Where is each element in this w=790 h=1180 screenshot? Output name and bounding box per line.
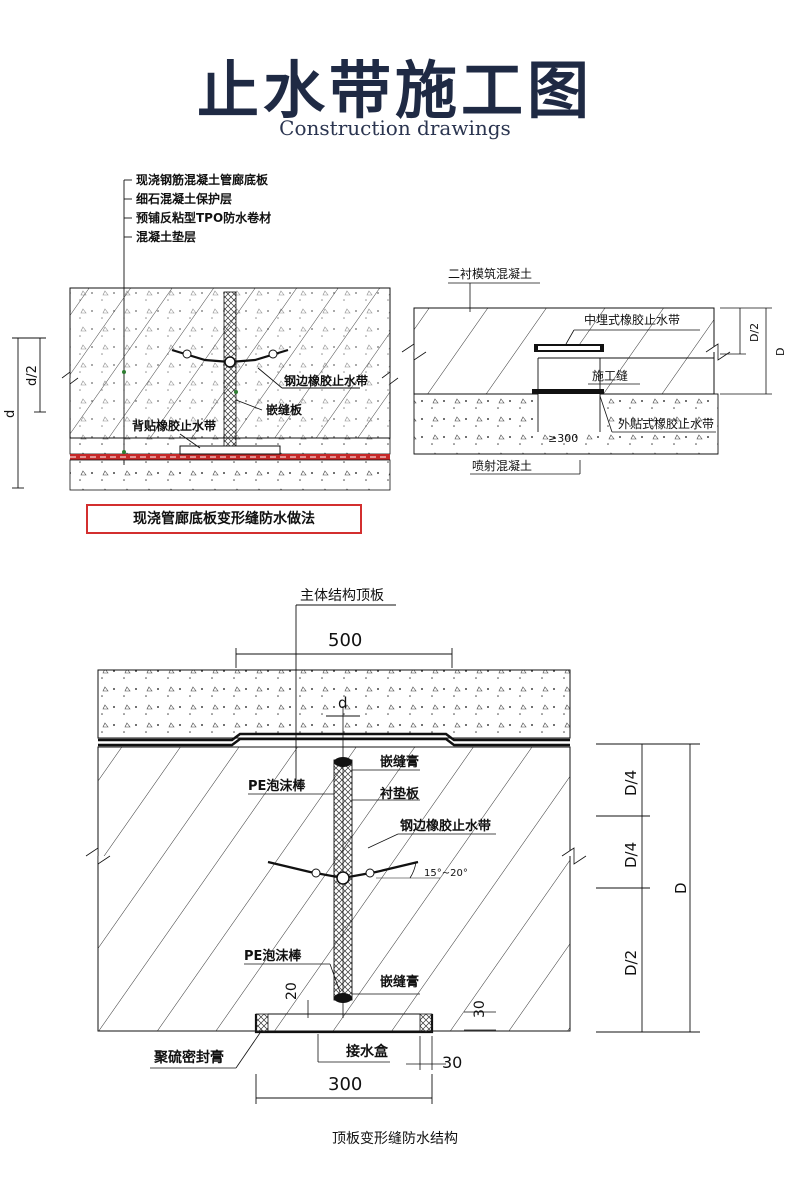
layer-label-protection: 细石混凝土保护层 [136, 191, 232, 206]
label-pe-rod-top: PE泡沫棒 [248, 778, 306, 794]
layer-label-cushion: 混凝土垫层 [136, 229, 196, 244]
label-backing-board: 衬垫板 [380, 786, 420, 802]
dim-300: 300 [328, 1074, 362, 1095]
diagram3-caption: 顶板变形缝防水结构 [332, 1131, 458, 1147]
label-steel-waterstop-1: 钢边橡胶止水带 [284, 373, 368, 388]
diagram-roof-slab: 主体结构顶板 500 d 15°~20° 嵌 [85, 588, 700, 1104]
diagram-construction-joint: 二衬模筑混凝土 中埋式橡胶止水带 施工缝 外贴式橡胶止水带 ≥300 喷射混凝土… [401, 266, 787, 475]
dim-d-1: d [3, 410, 18, 418]
page-title: 止水带施工图 [196, 54, 593, 127]
diagram1-caption: 现浇管廊底板变形缝防水做法 [86, 504, 362, 534]
dim-30-vertical: 30 [472, 1000, 488, 1018]
label-polysulfide: 聚硫密封膏 [153, 1049, 224, 1066]
label-embedded-waterstop: 中埋式橡胶止水带 [584, 312, 680, 327]
dim-D4-top: D/4 [622, 770, 640, 796]
label-shotcrete: 喷射混凝土 [472, 458, 532, 473]
layer-label-membrane: 预铺反粘型TPO防水卷材 [136, 210, 271, 225]
label-construction-joint: 施工缝 [592, 368, 628, 383]
dim-30-horizontal: 30 [442, 1053, 462, 1072]
label-angle: 15°~20° [424, 868, 468, 879]
label-lining-concrete: 二衬模筑混凝土 [448, 266, 532, 281]
label-sealant-bottom: 嵌缝膏 [380, 974, 419, 990]
label-back-waterstop: 背贴橡胶止水带 [132, 418, 216, 433]
label-roof-slab: 主体结构顶板 [300, 588, 384, 604]
diagram-floor-slab: 现浇钢筋混凝土管廊底板 细石混凝土保护层 预铺反粘型TPO防水卷材 混凝土垫层 [3, 172, 399, 491]
layer-label-slab: 现浇钢筋混凝土管廊底板 [136, 172, 269, 187]
dim-d2-1: d/2 [25, 365, 40, 386]
label-sealant-top: 嵌缝膏 [380, 754, 419, 770]
dim-20: 20 [284, 982, 300, 1000]
label-external-waterstop: 外贴式橡胶止水带 [618, 416, 714, 431]
label-steel-waterstop-3: 钢边橡胶止水带 [400, 818, 491, 834]
label-drip-box: 接水盒 [346, 1043, 389, 1060]
dim-d-3: d [338, 694, 348, 712]
label-spacing: ≥300 [548, 432, 578, 445]
dim-D: D [672, 882, 690, 894]
page-subtitle: Construction drawings [279, 116, 511, 140]
dim-d-2: D [774, 348, 787, 356]
dim-D4-middle: D/4 [622, 842, 640, 868]
label-pe-rod-bottom: PE泡沫棒 [244, 948, 302, 964]
label-filler-board: 嵌缝板 [266, 402, 303, 417]
dim-d2-2: D/2 [748, 323, 761, 342]
dim-500: 500 [328, 630, 362, 651]
dim-D2: D/2 [622, 950, 640, 976]
